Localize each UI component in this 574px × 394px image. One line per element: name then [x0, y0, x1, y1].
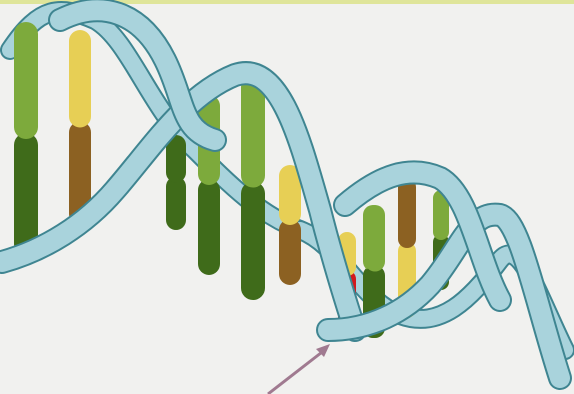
base-pair-5 [241, 75, 265, 300]
base-10-top [398, 178, 416, 248]
base-pair-6 [279, 165, 301, 285]
base-3-bottom [166, 177, 186, 231]
base-pair-3 [166, 135, 186, 230]
base-2-top [69, 30, 91, 128]
base-5-bottom [241, 182, 265, 301]
base-pair-1 [14, 22, 38, 256]
base-pair-2 [69, 30, 91, 225]
base-1-top [14, 22, 38, 139]
base-4-bottom [198, 179, 220, 275]
base-6-bottom [279, 219, 301, 285]
base-9-top [365, 205, 385, 272]
